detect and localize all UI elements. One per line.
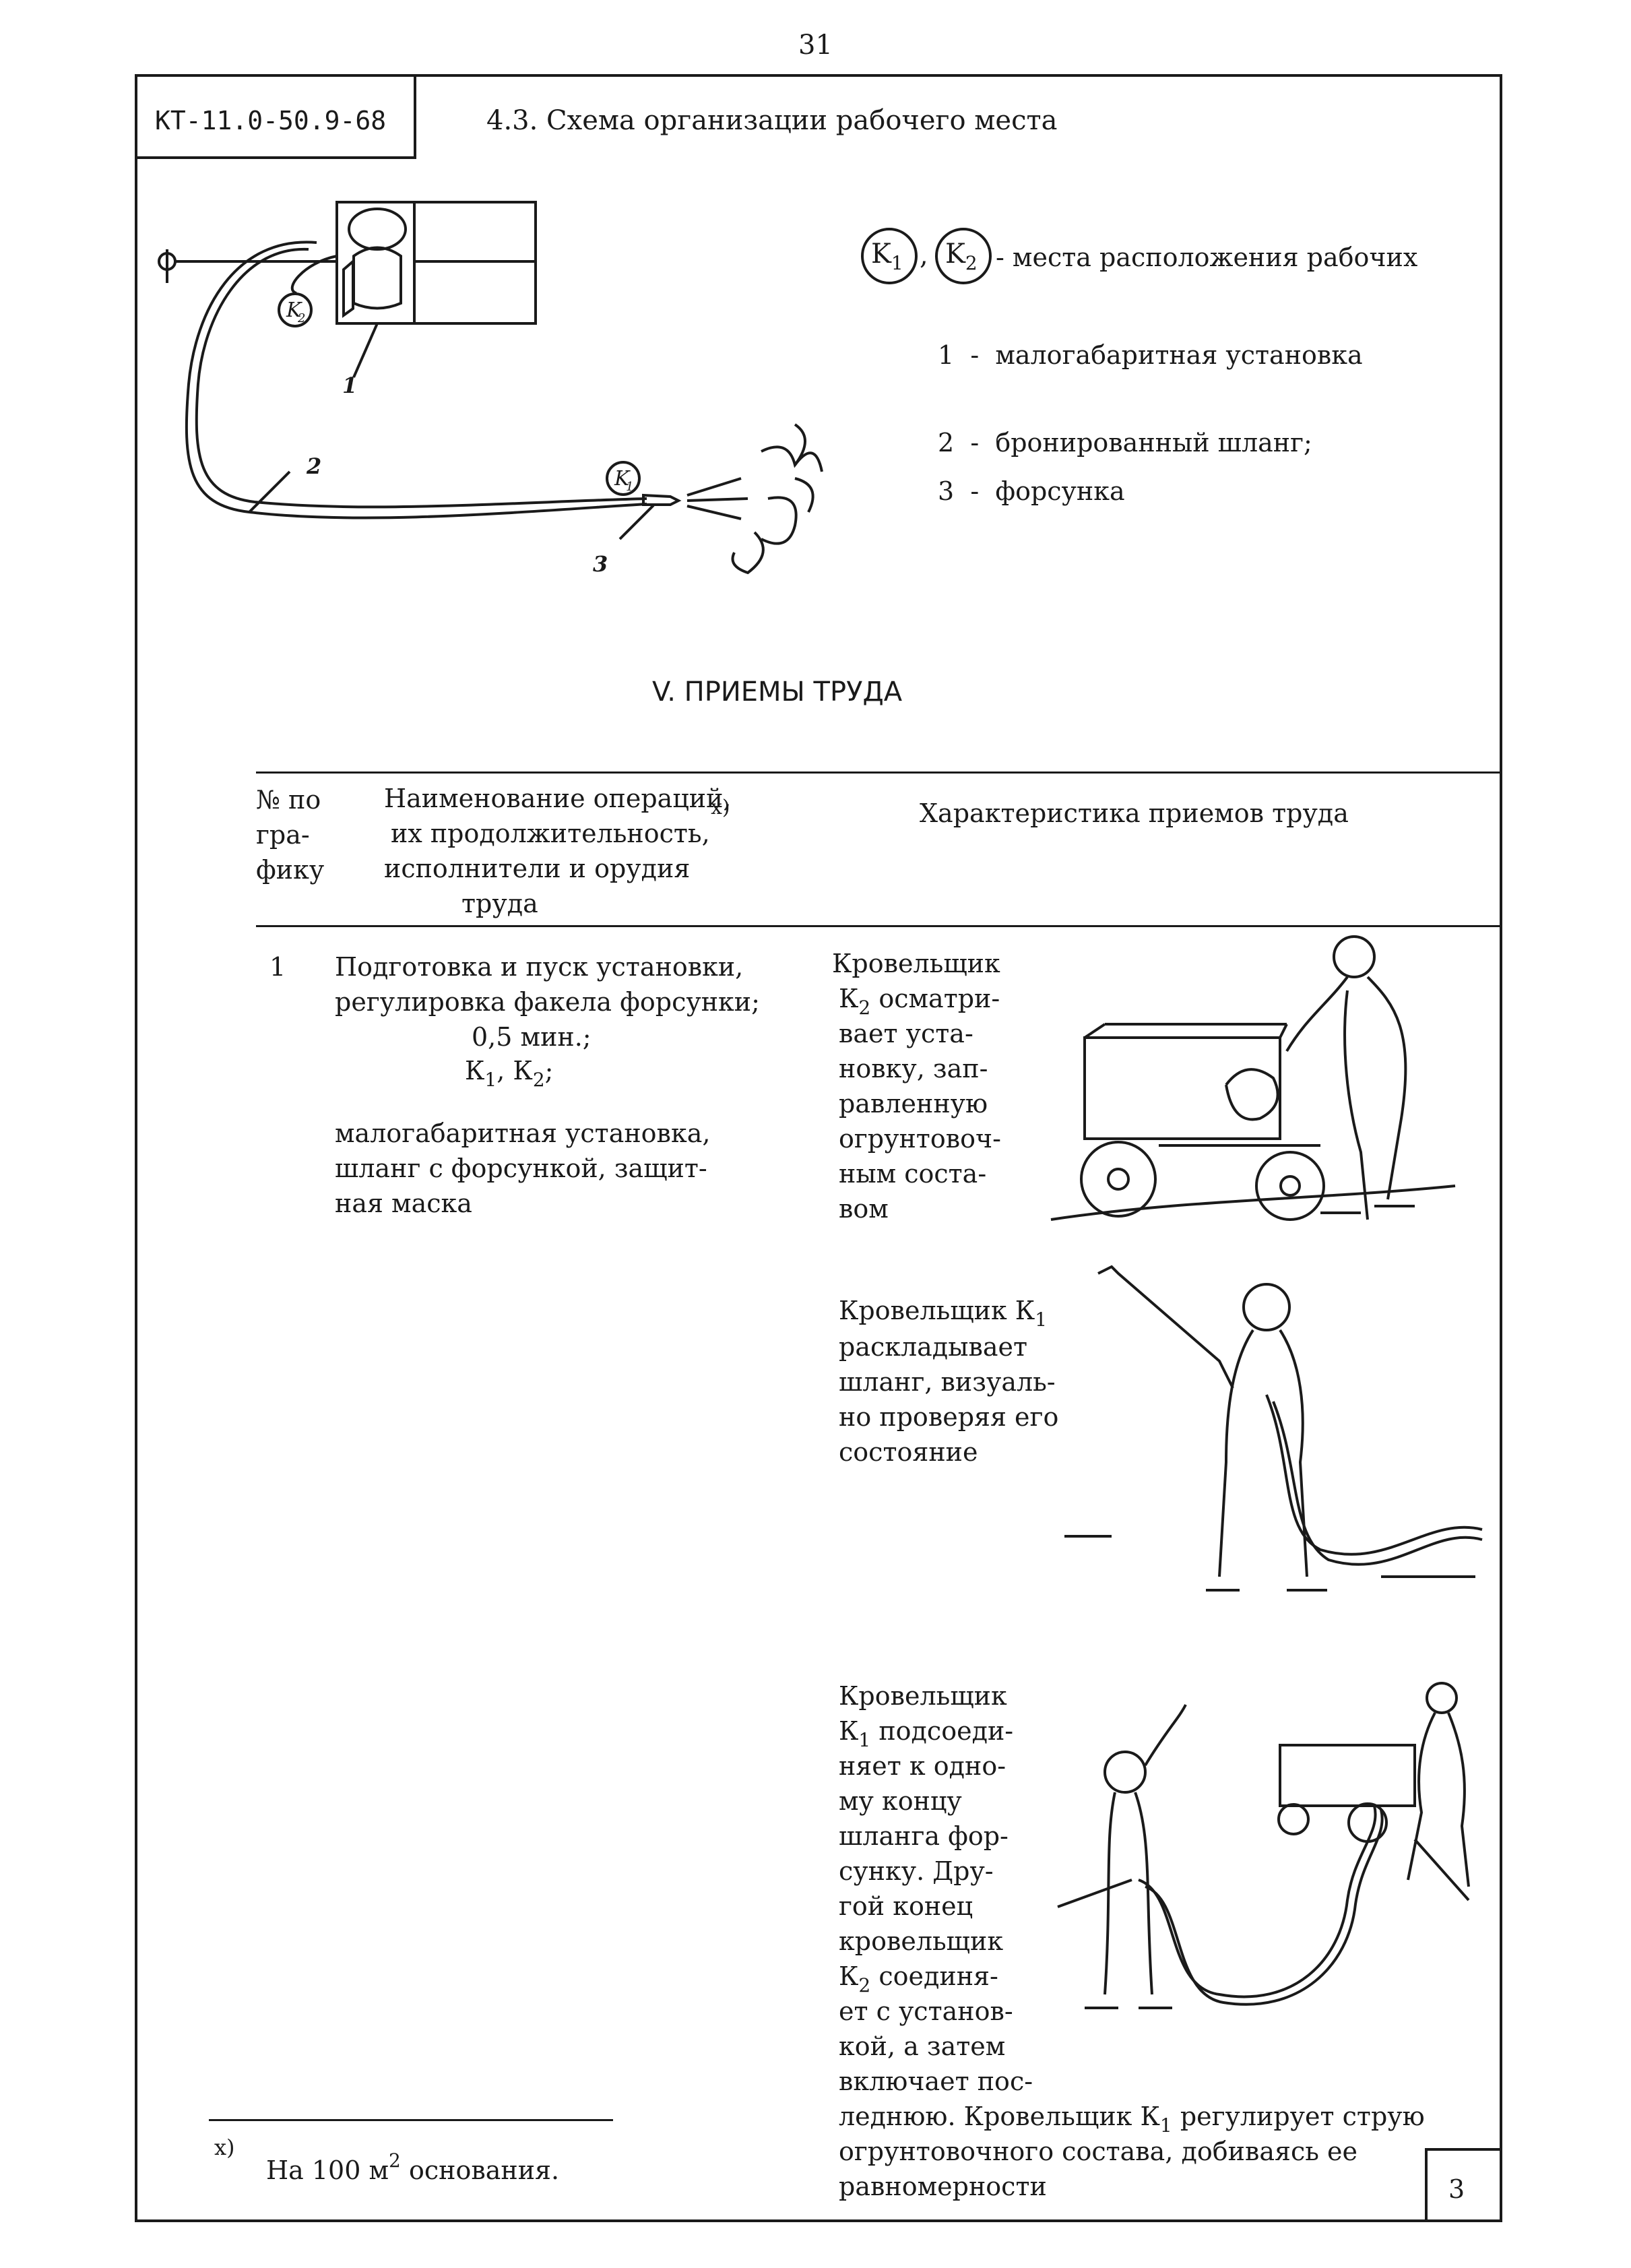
step3-line11: кой, а затем	[839, 2031, 1006, 2061]
step1-line4: новку, зап-	[839, 1054, 988, 1083]
workers: К1, К2;	[465, 1056, 554, 1091]
step1-line7: ным соста-	[839, 1159, 987, 1189]
step2-line4: но проверяя его	[839, 1402, 1059, 1432]
page-frame	[135, 74, 1502, 2222]
svg-text:K: K	[286, 298, 302, 322]
tools-line3: ная маска	[335, 1189, 472, 1218]
col1-header-line1: № по	[256, 785, 321, 815]
k-legend-circles	[861, 228, 992, 284]
svg-text:2: 2	[297, 311, 305, 325]
step3-line7: гой конец	[839, 1891, 973, 1921]
step1-line2: К2 осматри-	[839, 984, 1000, 1019]
tools-line2: шланг с форсункой, защит-	[335, 1154, 707, 1183]
svg-text:K: K	[614, 467, 631, 491]
sheet-number-box	[1425, 2148, 1502, 2222]
svg-text:1: 1	[626, 480, 633, 494]
col2-header-line3: исполнители и орудия	[384, 854, 691, 883]
sheet-number: 3	[1448, 2174, 1465, 2204]
table-header-rule	[256, 925, 1502, 927]
workplace-scheme-drawing: K2 K1	[158, 201, 823, 575]
operation-line1: Подготовка и пуск установки,	[335, 952, 744, 982]
footnote-mark: x)	[214, 2135, 235, 2160]
footnote-text: На 100 м2 основания.	[266, 2149, 560, 2185]
col2-header-mark: x)	[711, 796, 730, 819]
step3-line9: К2 соединя-	[839, 1961, 998, 1996]
legend-k-description: - места расположения рабочих	[996, 243, 1418, 272]
illustration-inspecting-unit	[1050, 935, 1456, 1221]
document-code-box	[135, 74, 416, 159]
col3-header: Характеристика приемов труда	[920, 798, 1349, 828]
step3-line1: Кровельщик	[839, 1681, 1007, 1711]
step3-tail-line1: леднюю. Кровельщик К1 регулирует струю	[839, 2102, 1425, 2137]
step3-line8: кровельщик	[839, 1926, 1004, 1956]
step1-line1: Кровельщик	[832, 949, 1000, 978]
section-v-title: V. ПРИЕМЫ ТРУДА	[652, 676, 903, 707]
step1-line5: равленную	[839, 1089, 988, 1119]
step2-line5: состояние	[839, 1437, 978, 1467]
illustration-connecting-hose	[1057, 1682, 1470, 2009]
step3-line2: К1 подсоеди-	[839, 1716, 1014, 1751]
row-number: 1	[269, 952, 286, 982]
step3-line5: шланга фор-	[839, 1821, 1009, 1851]
table-top-rule	[256, 771, 1502, 774]
step1-line8: вом	[839, 1194, 889, 1224]
step1-line6: огрунтовоч-	[839, 1124, 1001, 1154]
legend-k2: K2	[945, 239, 978, 274]
col2-header-line1: Наименование операций,	[384, 784, 732, 813]
col1-header-line3: фику	[256, 855, 325, 885]
step3-line4: му концу	[839, 1786, 962, 1816]
step3-line12: включает пос-	[839, 2067, 1033, 2096]
illustration-laying-hose	[1064, 1265, 1483, 1592]
step3-line10: ет с установ-	[839, 1996, 1013, 2026]
callout-2: 2	[307, 453, 322, 479]
step3-line3: няет к одно-	[839, 1751, 1006, 1781]
step3-tail-line2: огрунтовочного состава, добиваясь ее	[839, 2137, 1358, 2166]
step2-line2: раскладывает	[839, 1332, 1028, 1362]
section-title: 4.3. Схема организации рабочего места	[486, 105, 1058, 136]
legend-item-1: 1 - малогабаритная установка	[938, 340, 1363, 370]
callout-3: 3	[593, 551, 608, 577]
step1-line3: вает уста-	[839, 1019, 973, 1048]
step3-line6: сунку. Дру-	[839, 1856, 994, 1886]
step2-line3: шланг, визуаль-	[839, 1367, 1056, 1397]
legend-k1: K1	[871, 239, 903, 274]
col2-header-line2: их продолжительность,	[391, 819, 710, 848]
duration: 0,5 мин.;	[472, 1022, 591, 1052]
legend-item-3: 3 - форсунка	[938, 476, 1125, 506]
footnote-rule	[209, 2119, 613, 2121]
operation-line2: регулировка факела форсунки;	[335, 987, 760, 1017]
step2-line1: Кровельщик К1	[839, 1296, 1048, 1331]
legend-item-2: 2 - бронированный шланг;	[938, 428, 1312, 458]
callout-1: 1	[342, 373, 358, 398]
col2-header-line4: труда	[461, 889, 538, 918]
page-number: 31	[798, 30, 833, 61]
document-code: КТ-11.0-50.9-68	[155, 106, 387, 135]
tools-line1: малогабаритная установка,	[335, 1119, 711, 1148]
col1-header-line2: гра-	[256, 820, 310, 850]
step3-tail-line3: равномерности	[839, 2172, 1047, 2201]
legend-comma: ,	[920, 240, 928, 271]
